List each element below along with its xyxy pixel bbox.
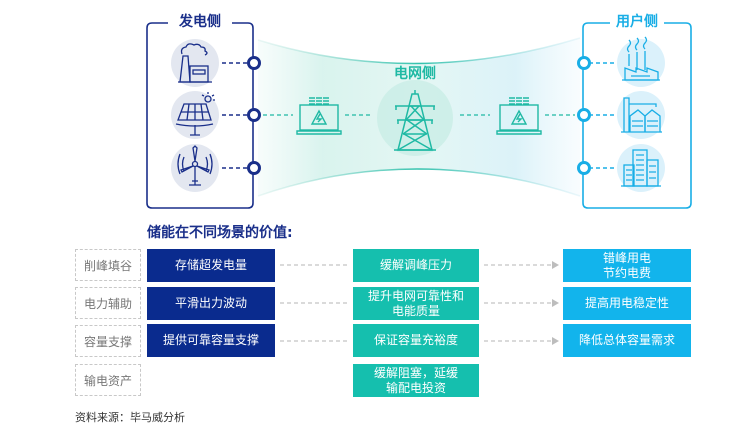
user-value-box: 错峰用电 节约电费 bbox=[563, 249, 691, 282]
user-node-1 bbox=[577, 56, 591, 70]
row-label-capacity-support: 容量支撑 bbox=[75, 325, 141, 357]
grid-side-title: 电网侧 bbox=[394, 66, 436, 82]
generation-side-title: 发电侧 bbox=[173, 13, 227, 31]
user-value-box: 降低总体容量需求 bbox=[563, 324, 691, 357]
arrowhead-row1 bbox=[552, 261, 559, 269]
industrial-plant-icon bbox=[617, 91, 665, 139]
transformer-left-icon bbox=[296, 97, 342, 135]
thermal-power-plant-icon bbox=[171, 39, 219, 87]
generation-value-box: 存储超发电量 bbox=[147, 249, 275, 282]
grid-value-box: 缓解调峰压力 bbox=[353, 249, 479, 282]
generation-value-box: 平滑出力波动 bbox=[147, 287, 275, 320]
row-label-peak-shaving: 削峰填谷 bbox=[75, 249, 141, 281]
user-connectors bbox=[589, 62, 615, 169]
generation-side-frame bbox=[146, 22, 254, 209]
band-top-edge bbox=[257, 37, 581, 65]
commercial-building-icon bbox=[617, 144, 665, 192]
node-2 bbox=[247, 108, 261, 122]
grid-value-box: 缓解阻塞，延缓 输配电投资 bbox=[353, 364, 479, 397]
section-title: 储能在不同场景的价值: bbox=[147, 225, 293, 241]
user-side-frame bbox=[582, 22, 692, 209]
user-node-3 bbox=[577, 161, 591, 175]
grid-value-box: 保证容量充裕度 bbox=[353, 324, 479, 357]
node-3 bbox=[247, 161, 261, 175]
band-bottom-edge bbox=[257, 168, 581, 197]
generation-connectors bbox=[222, 62, 248, 169]
wind-turbine-icon bbox=[171, 144, 219, 192]
source-note: 资料来源：毕马威分析 bbox=[75, 411, 185, 424]
row-label-ancillary-services: 电力辅助 bbox=[75, 287, 141, 319]
solar-panel-icon bbox=[171, 91, 219, 139]
user-side-title: 用户侧 bbox=[610, 13, 664, 31]
node-1 bbox=[247, 56, 261, 70]
user-value-box: 提高用电稳定性 bbox=[563, 287, 691, 320]
generation-value-box: 提供可靠容量支撑 bbox=[147, 324, 275, 357]
grid-value-box: 提升电网可靠性和 电能质量 bbox=[353, 287, 479, 320]
user-node-2 bbox=[577, 108, 591, 122]
row-label-transmission-assets: 输电资产 bbox=[75, 364, 141, 396]
user-nodes bbox=[577, 56, 591, 175]
arrowhead-row2 bbox=[552, 299, 559, 307]
arrowhead-row3 bbox=[552, 337, 559, 345]
transformer-right-icon bbox=[496, 97, 542, 135]
generation-nodes bbox=[247, 56, 261, 175]
energy-flow-diagram bbox=[146, 22, 692, 209]
industrial-factory-icon bbox=[617, 36, 665, 87]
transmission-tower-icon bbox=[377, 80, 453, 156]
